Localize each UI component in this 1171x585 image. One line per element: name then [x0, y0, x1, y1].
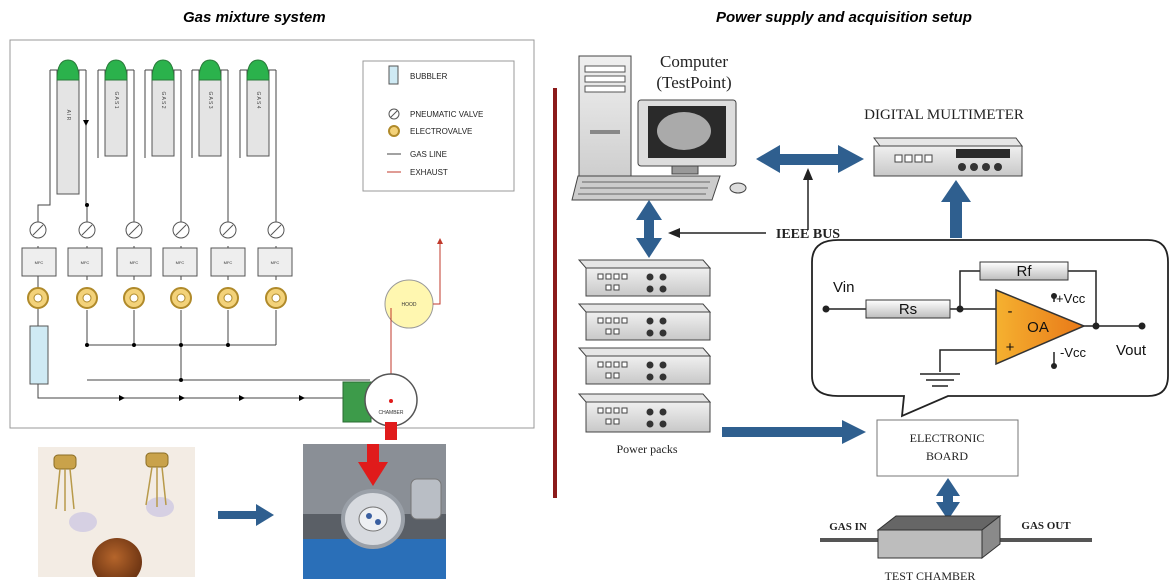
- power-packs: [577, 259, 712, 433]
- coin: [92, 538, 142, 577]
- sensor-right: [145, 452, 169, 507]
- vin-label: Vin: [833, 279, 854, 296]
- pneumatic-valves: [29, 221, 285, 239]
- hood-label: HOOD: [402, 302, 417, 308]
- mfc-label: MFC: [81, 260, 90, 265]
- chamber-label: CHAMBER: [378, 410, 403, 416]
- cylinder-label: G A S 4: [255, 92, 261, 109]
- power-pack: [577, 347, 712, 385]
- power-packs-label: Power packs: [617, 442, 678, 456]
- op-amp: [995, 288, 1086, 366]
- resistor-rf: [979, 261, 1069, 281]
- minus-vcc-label: -Vcc: [1060, 345, 1087, 360]
- oa-label: OA: [1027, 319, 1049, 336]
- hood: HOOD: [384, 279, 434, 329]
- mfc-label: MFC: [35, 260, 44, 265]
- ieee-left-arrow: [668, 228, 766, 238]
- bubbler: [29, 325, 49, 385]
- power-board-arrow: [722, 420, 866, 444]
- resistor-rs: [865, 299, 951, 319]
- chamber-photo: [303, 444, 446, 579]
- electrovalves: [27, 287, 287, 309]
- rf-label: Rf: [1017, 263, 1033, 280]
- legend: BUBBLER PNEUMATIC VALVE ELECTROVALVE GAS…: [362, 60, 515, 192]
- mfc-label: MFC: [130, 260, 139, 265]
- computer-sublabel: (TestPoint): [656, 73, 731, 92]
- cylinder-label: G A S 3: [207, 92, 213, 109]
- mfc-label: MFC: [224, 260, 233, 265]
- board-chamber-arrow: [936, 478, 960, 520]
- gas-system-title: Gas mixture system: [183, 9, 326, 26]
- board-multimeter-arrow: [941, 180, 971, 238]
- electronic-board: [876, 419, 1019, 477]
- legend-bubbler: BUBBLER: [410, 72, 448, 81]
- board-sublabel: BOARD: [926, 449, 968, 463]
- acquisition-title: Power supply and acquisition setup: [716, 9, 972, 26]
- flow-arrows: [83, 120, 305, 401]
- test-chamber: [820, 514, 1092, 560]
- mfc-label: MFC: [176, 260, 185, 265]
- red-arrow-head: [358, 462, 388, 486]
- gas-mixture-schematic: A I R G A S 1 G A S 2 G A S 3 G A S 4: [9, 39, 535, 440]
- inverting-sign: -: [1008, 303, 1013, 320]
- digital-multimeter: [873, 137, 1023, 177]
- gas-in-label: GAS IN: [829, 521, 867, 533]
- power-pack: [577, 259, 712, 297]
- cylinder-label: A I R: [65, 110, 71, 121]
- ieee-up-arrow: [803, 168, 813, 230]
- cylinder-gas1: G A S 1: [104, 59, 128, 157]
- computer-power-arrow: [636, 200, 662, 258]
- computer-label: Computer: [660, 52, 728, 71]
- chamber: CHAMBER: [342, 373, 418, 427]
- cylinder-gas3: G A S 3: [198, 59, 222, 157]
- board-label: ELECTRONIC: [910, 431, 985, 445]
- mfc-label: MFC: [271, 260, 280, 265]
- circuit-wires: [826, 270, 1140, 387]
- ieee-bus-label: IEEE BUS: [776, 227, 840, 242]
- junction-dots: [85, 203, 230, 382]
- vout-label: Vout: [1116, 342, 1147, 359]
- cylinder-label: G A S 1: [113, 92, 119, 109]
- rs-label: Rs: [899, 301, 917, 318]
- divider: [553, 88, 557, 498]
- legend-electrovalve: ELECTROVALVE: [410, 127, 472, 136]
- exhaust-arrow: [437, 238, 443, 244]
- noninverting-sign: +: [1006, 339, 1015, 356]
- circuit-callout: [811, 239, 1169, 418]
- legend-gas-line: GAS LINE: [410, 150, 447, 159]
- circuit-nodes: [822, 293, 1146, 369]
- legend-exhaust: EXHAUST: [410, 168, 448, 177]
- legend-pneumatic-valve: PNEUMATIC VALVE: [410, 110, 483, 119]
- mfc-boxes: MFC MFC MFC MFC MFC MFC: [21, 247, 293, 277]
- power-pack: [577, 303, 712, 341]
- gas-out-label: GAS OUT: [1021, 520, 1071, 532]
- cylinder-label: G A S 2: [160, 92, 166, 109]
- electrovalve-icon: [388, 125, 400, 137]
- computer-multimeter-arrow: [756, 145, 864, 173]
- sensor-left: [53, 454, 77, 511]
- bubbler-icon: [388, 65, 399, 85]
- power-pack: [577, 393, 712, 433]
- photo-arrow: [218, 504, 274, 526]
- acquisition-diagram: Computer (TestPoint) DIGITAL MULTIMETER …: [571, 52, 1169, 583]
- chamber-down-arrow: [385, 422, 397, 440]
- computer: [571, 55, 747, 201]
- cylinder-gas2: G A S 2: [151, 59, 175, 157]
- test-chamber-label: TEST CHAMBER: [885, 569, 976, 583]
- cylinder-air: A I R: [56, 59, 80, 195]
- multimeter-label: DIGITAL MULTIMETER: [864, 107, 1024, 123]
- cylinder-gas4: G A S 4: [246, 59, 270, 157]
- sensor-photo: [38, 447, 195, 577]
- plus-vcc-label: +Vcc: [1056, 291, 1086, 306]
